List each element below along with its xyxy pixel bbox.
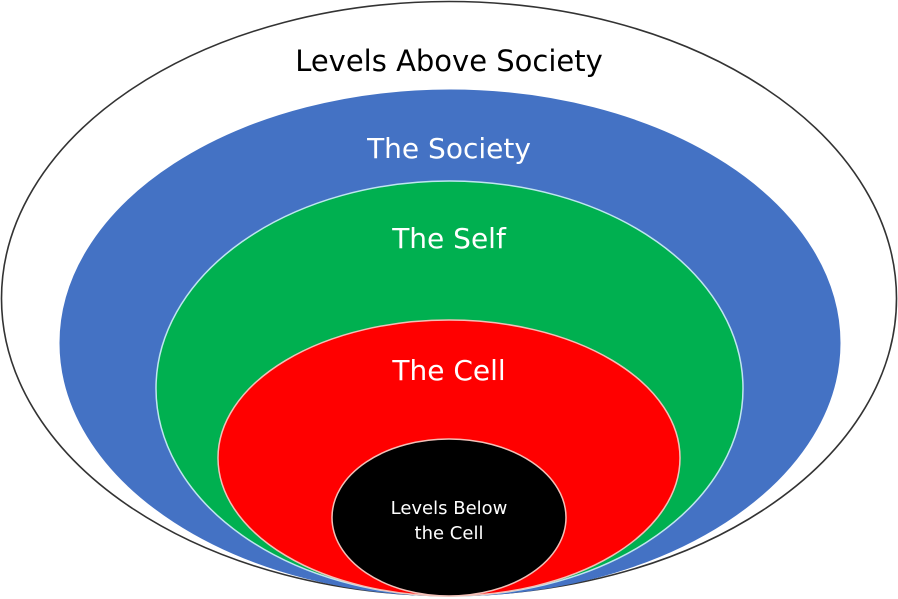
level-below-cell-label-line-2: the Cell [415,523,484,544]
level-above-society-label: Levels Above Society [295,44,603,78]
level-society-label: The Society [366,132,531,165]
level-below-cell-ellipse [331,438,567,597]
level-below-cell-label-line-1: Levels Below [391,498,508,519]
level-self-label: The Self [391,222,507,255]
level-cell-label: The Cell [391,354,505,387]
